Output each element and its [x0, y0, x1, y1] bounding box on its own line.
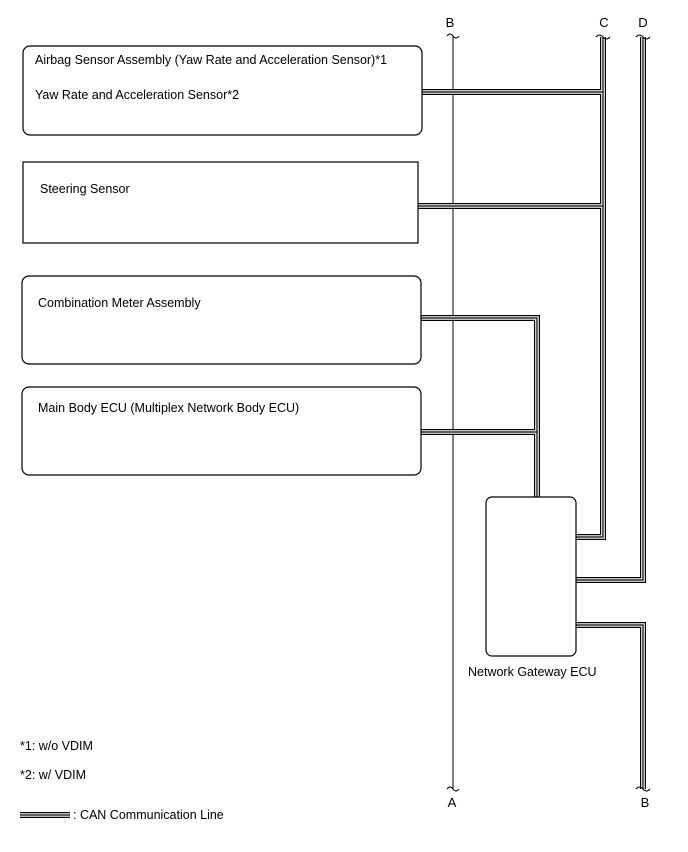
can-line-d-gap [576, 37, 645, 582]
break-mark-top-c [595, 34, 611, 40]
can-line-b-bottom-outer [576, 622, 646, 789]
main-body-ecu-box [21, 386, 422, 476]
connector-top-b: B [446, 15, 455, 30]
can-line-combination-meter-outer [421, 315, 540, 497]
break-mark-bottom-b [635, 786, 651, 792]
connector-top-d: D [638, 15, 647, 30]
yaw-rate-sensor-label: Yaw Rate and Acceleration Sensor*2 [35, 88, 239, 102]
network-gateway-ecu-box [485, 496, 577, 657]
can-line-b-bottom-center [576, 624, 644, 789]
airbag-sensor-label: Airbag Sensor Assembly (Yaw Rate and Acc… [35, 53, 387, 67]
connector-top-c: C [599, 15, 608, 30]
combination-meter-box [21, 275, 422, 365]
can-lines-center-layer [20, 37, 644, 816]
can-line-d-center [576, 37, 644, 581]
steering-sensor-label: Steering Sensor [40, 182, 130, 196]
main-body-ecu-label: Main Body ECU (Multiplex Network Body EC… [38, 401, 299, 415]
legend-can-line-label: : CAN Communication Line [73, 808, 224, 822]
connector-bottom-b: B [641, 795, 650, 810]
can-line-c-center [576, 37, 604, 538]
combination-meter-label: Combination Meter Assembly [38, 296, 201, 310]
note-1: *1: w/o VDIM [20, 739, 93, 753]
break-mark-top-d [635, 34, 651, 40]
steering-sensor-box [22, 161, 419, 244]
break-mark-top-b [446, 33, 460, 39]
connector-bottom-a: A [448, 795, 457, 810]
can-line-c-gap [576, 37, 605, 539]
can-line-c-outer [576, 37, 606, 540]
airbag-sensor-box [22, 45, 423, 136]
break-mark-bottom-a [446, 786, 460, 792]
can-line-combination-meter-gap [421, 316, 539, 497]
network-gateway-ecu-label: Network Gateway ECU [468, 665, 597, 679]
can-line-combination-meter-center [421, 317, 538, 497]
can-line-b-bottom-gap [576, 623, 645, 789]
can-line-d-outer [576, 37, 646, 583]
note-2: *2: w/ VDIM [20, 768, 86, 782]
